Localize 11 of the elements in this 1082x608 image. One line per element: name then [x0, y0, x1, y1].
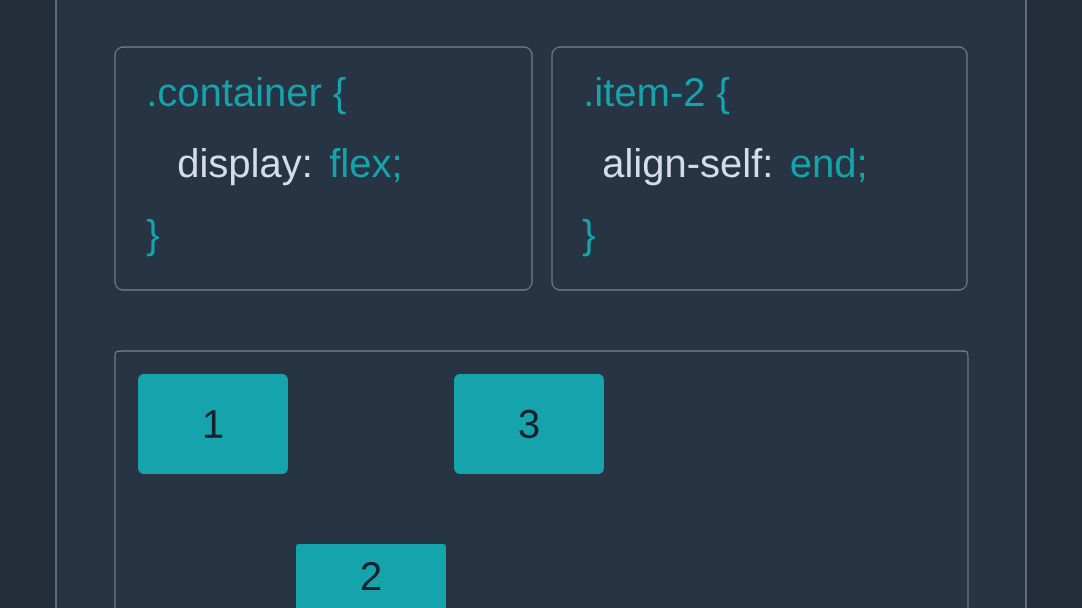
value-text: end;	[791, 148, 865, 183]
flex-item: 2	[296, 544, 446, 608]
flex-item: 3	[454, 374, 604, 474]
closing-brace: }	[146, 219, 159, 257]
selector-text: .item-2 {	[586, 77, 730, 115]
property-text: display:	[178, 148, 310, 186]
closing-brace: }	[582, 219, 595, 257]
selector-text: .container {	[149, 77, 346, 115]
value-text: flex;	[329, 148, 399, 183]
property-text: align-self:	[603, 148, 770, 186]
flex-item: 1	[138, 374, 288, 474]
